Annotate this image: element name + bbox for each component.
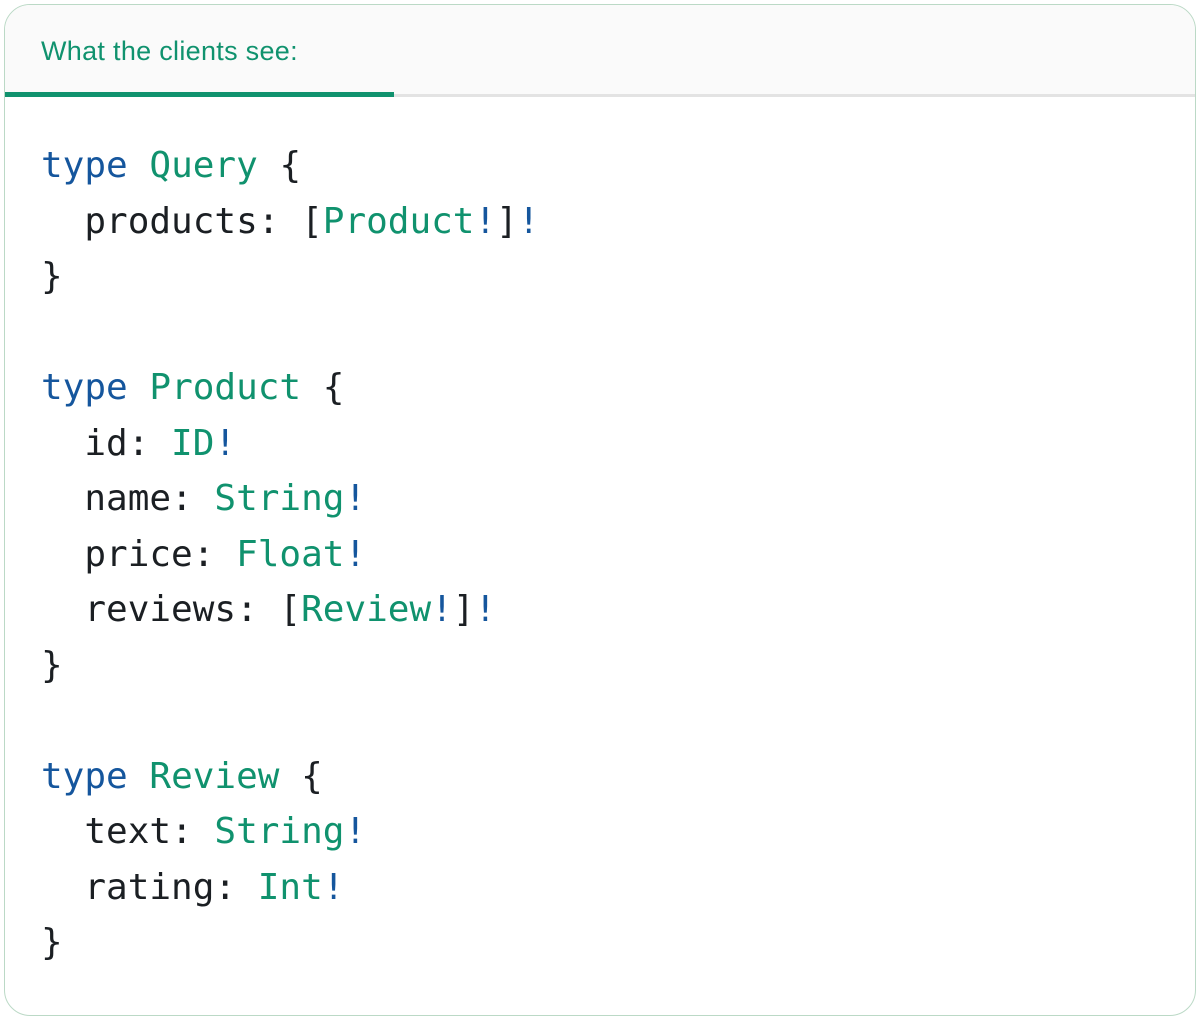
code-token-plain: } xyxy=(41,922,63,963)
code-token-bang: ! xyxy=(214,422,237,464)
code-token-keyword: type xyxy=(41,755,128,797)
code-line xyxy=(41,305,1159,361)
code-token-plain: rating: xyxy=(41,866,258,908)
code-token-plain: name: xyxy=(41,478,215,519)
code-token-bang: ! xyxy=(344,811,367,852)
code-line: type Query { xyxy=(41,138,1159,194)
code-line: price: Float! xyxy=(41,527,1159,583)
code-token-plain xyxy=(128,145,150,186)
code-token-keyword: type xyxy=(41,145,128,186)
code-token-bang: ! xyxy=(474,589,497,630)
code-line: } xyxy=(41,915,1159,971)
code-token-type: Review xyxy=(149,755,280,797)
code-line: id: ID! xyxy=(41,416,1159,472)
code-token-type: String xyxy=(214,478,345,519)
code-token-plain: { xyxy=(279,755,323,797)
code-token-plain: { xyxy=(257,145,302,186)
code-line: } xyxy=(41,249,1159,305)
code-token-plain: ] xyxy=(496,200,518,242)
code-token-type: ID xyxy=(171,422,215,464)
code-token-type: Float xyxy=(236,533,345,575)
code-line: products: [Product!]! xyxy=(41,194,1159,250)
code-token-plain: id: xyxy=(41,422,172,464)
code-token-type: Product xyxy=(322,200,475,242)
code-token-keyword: type xyxy=(41,367,128,408)
code-token-plain xyxy=(128,756,150,797)
code-token-type: Review xyxy=(301,589,432,630)
code-token-bang: ! xyxy=(474,200,497,242)
code-line: name: String! xyxy=(41,471,1159,527)
code-line: rating: Int! xyxy=(41,860,1159,916)
code-line: reviews: [Review!]! xyxy=(41,582,1159,638)
code-token-plain: text: xyxy=(41,811,215,852)
code-token-bang: ! xyxy=(431,589,453,630)
code-token-bang: ! xyxy=(344,478,367,519)
code-token-plain: reviews: [ xyxy=(41,589,302,630)
graphql-schema-code-block: type Query { products: [Product!]!} type… xyxy=(5,97,1195,1011)
code-token-plain: products: [ xyxy=(41,200,323,242)
code-token-plain: } xyxy=(41,644,63,686)
tab-label: What the clients see: xyxy=(41,35,298,66)
code-line: text: String! xyxy=(41,804,1159,860)
code-line: } xyxy=(41,638,1159,694)
code-token-plain: ] xyxy=(452,589,475,630)
code-token-plain: } xyxy=(41,256,63,297)
code-token-bang: ! xyxy=(322,866,345,908)
code-token-type: Query xyxy=(149,145,258,186)
tab-bar: What the clients see: xyxy=(5,5,1195,97)
code-line: type Product { xyxy=(41,360,1159,416)
code-token-plain: { xyxy=(301,367,345,408)
code-token-bang: ! xyxy=(517,200,540,242)
tab-what-clients-see[interactable]: What the clients see: xyxy=(5,5,394,97)
code-token-plain xyxy=(128,367,150,408)
code-token-bang: ! xyxy=(344,533,367,575)
code-token-plain: price: xyxy=(41,533,237,575)
code-line: type Review { xyxy=(41,749,1159,805)
code-line xyxy=(41,693,1159,749)
code-token-type: String xyxy=(214,811,345,852)
code-token-type: Product xyxy=(149,367,302,408)
code-token-type: Int xyxy=(257,866,323,908)
schema-card: What the clients see: type Query { produ… xyxy=(4,4,1196,1016)
